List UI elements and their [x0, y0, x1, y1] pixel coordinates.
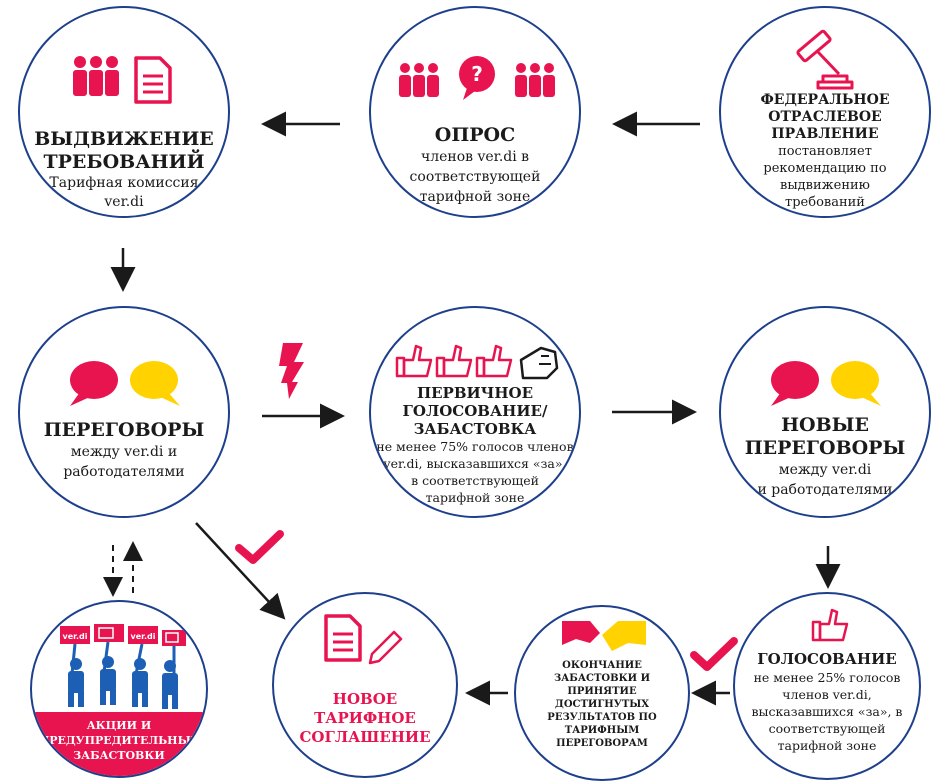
final-vote-title: ГОЛОСОВАНИЕ — [757, 650, 897, 668]
final-vote-text-4: соответствующей — [768, 721, 886, 736]
fist-icon — [519, 346, 559, 380]
final-vote-text-3: высказавшихся «за», в — [751, 704, 903, 719]
vote-title-3: ЗАБАСТОВКА — [413, 420, 537, 438]
node-vote: ПЕРВИЧНОЕ ГОЛОСОВАНИЕ/ ЗАБАСТОВКА не мен… — [369, 306, 581, 518]
end-strike-title-4: ДОСТИГНУТЫХ — [554, 699, 650, 710]
check-icon — [235, 530, 284, 564]
node-survey: ? ОПРОС членов ver.di в соответствующей … — [369, 6, 581, 218]
node-demands: ВЫДВИЖЕНИЕ ТРЕБОВАНИЙ Тарифная комиссия … — [18, 6, 230, 218]
board-text-2: рекомендацию по — [763, 161, 887, 176]
protesters-icon: ver.di ver.di — [60, 624, 186, 709]
survey-text-1: членов ver.di в — [420, 149, 530, 165]
pencil-icon — [368, 630, 403, 665]
lightning-icon — [279, 343, 304, 399]
final-vote-text-5: тарифной зоне — [777, 738, 877, 753]
negotiations-title: ПЕРЕГОВОРЫ — [43, 419, 205, 441]
node-new-negotiations: НОВЫЕ ПЕРЕГОВОРЫ между ver.di и работода… — [719, 306, 931, 518]
end-strike-title-6: ТАРИФНЫМ — [564, 725, 640, 736]
gavel-icon — [796, 29, 854, 90]
svg-text:?: ? — [471, 62, 483, 86]
vote-text-4: тарифной зоне — [425, 490, 525, 505]
board-text-1: постановляет — [778, 144, 872, 159]
negotiations-text-1: между ver.di и — [70, 444, 178, 460]
actions-title-2: ПРЕДУПРЕДИТЕЛЬНЫЕ — [38, 734, 200, 747]
node-final-vote: ГОЛОСОВАНИЕ не менее 25% голосов членов … — [733, 592, 921, 780]
new-negotiations-text-2: и работодателями — [757, 482, 893, 498]
survey-text-3: тарифной зоне — [419, 189, 531, 205]
survey-title: ОПРОС — [434, 124, 516, 146]
actions-title-3: ЗАБАСТОВКИ — [73, 749, 165, 762]
new-negotiations-text-1: между ver.di — [778, 462, 872, 478]
handshake-icon — [562, 621, 646, 651]
node-agreement: НОВОЕ ТАРИФНОЕ СОГЛАШЕНИЕ — [272, 592, 458, 778]
board-title-2: ОТРАСЛЕВОЕ — [768, 109, 882, 125]
thumbs-up-icon — [811, 608, 849, 642]
negotiations-text-2: работодателями — [63, 464, 185, 480]
survey-text-2: соответствующей — [409, 169, 541, 185]
check-icon — [690, 637, 738, 671]
new-negotiations-title-2: ПЕРЕГОВОРЫ — [744, 437, 906, 459]
demands-title-2: ТРЕБОВАНИЙ — [43, 151, 205, 173]
arrow-negotiations-to-agreement — [195, 522, 286, 620]
node-actions: ver.di ver.di АКЦИИ И ПРЕДУПРЕДИТЕЛЬНЫЕ … — [30, 600, 208, 778]
demands-title-1: ВЫДВИЖЕНИЕ — [34, 128, 214, 150]
document-icon — [134, 56, 172, 104]
vote-title-1: ПЕРВИЧНОЕ — [416, 384, 534, 402]
board-text-4: требований — [785, 195, 865, 210]
agreement-title-2: ТАРИФНОЕ — [314, 709, 416, 727]
vote-title-2: ГОЛОСОВАНИЕ/ — [402, 402, 548, 420]
document-icon — [324, 614, 362, 662]
node-end-strike: ОКОНЧАНИЕ ЗАБАСТОВКИ И ПРИНЯТИЕ ДОСТИГНУ… — [514, 605, 690, 781]
demands-text-1: Тарифная комиссия — [49, 175, 199, 191]
speech-bubble-icon — [70, 361, 180, 406]
speech-bubble-icon — [771, 361, 881, 406]
actions-title-1: АКЦИИ И — [86, 719, 152, 732]
end-strike-title-3: ПРИНЯТИЕ — [567, 686, 637, 697]
end-strike-title-5: РЕЗУЛЬТАТОВ ПО — [547, 712, 657, 723]
question-bubble-icon: ? — [399, 56, 555, 100]
node-negotiations: ПЕРЕГОВОРЫ между ver.di и работодателями — [18, 306, 230, 518]
vote-text-2: ver.di, высказавшихся «за», — [383, 456, 567, 471]
people-icon — [73, 56, 119, 96]
sign-label: ver.di — [131, 632, 156, 641]
actions-banner: АКЦИИ И ПРЕДУПРЕДИТЕЛЬНЫЕ ЗАБАСТОВКИ — [32, 712, 206, 776]
board-title-1: ФЕДЕРАЛЬНОЕ — [760, 92, 890, 108]
final-vote-text-2: членов ver.di, — [782, 687, 872, 702]
board-text-3: выдвижению — [780, 178, 870, 193]
agreement-title-1: НОВОЕ — [332, 690, 398, 708]
board-title-3: ПРАВЛЕНИЕ — [771, 126, 879, 142]
vote-text-1: не менее 75% голосов членов — [376, 439, 574, 454]
vote-text-3: в соответствующей — [411, 473, 539, 488]
new-negotiations-title-1: НОВЫЕ — [781, 414, 869, 436]
node-board: ФЕДЕРАЛЬНОЕ ОТРАСЛЕВОЕ ПРАВЛЕНИЕ постано… — [719, 6, 931, 218]
end-strike-title-1: ОКОНЧАНИЕ — [562, 660, 642, 671]
end-strike-title-2: ЗАБАСТОВКИ И — [553, 673, 651, 684]
agreement-title-3: СОГЛАШЕНИЕ — [299, 728, 431, 746]
thumbs-up-icon — [395, 344, 513, 378]
sign-label: ver.di — [63, 632, 88, 641]
demands-text-2: ver.di — [104, 194, 144, 210]
final-vote-text-1: не менее 25% голосов — [753, 670, 901, 685]
end-strike-title-7: ПЕРЕГОВОРАМ — [556, 738, 648, 749]
